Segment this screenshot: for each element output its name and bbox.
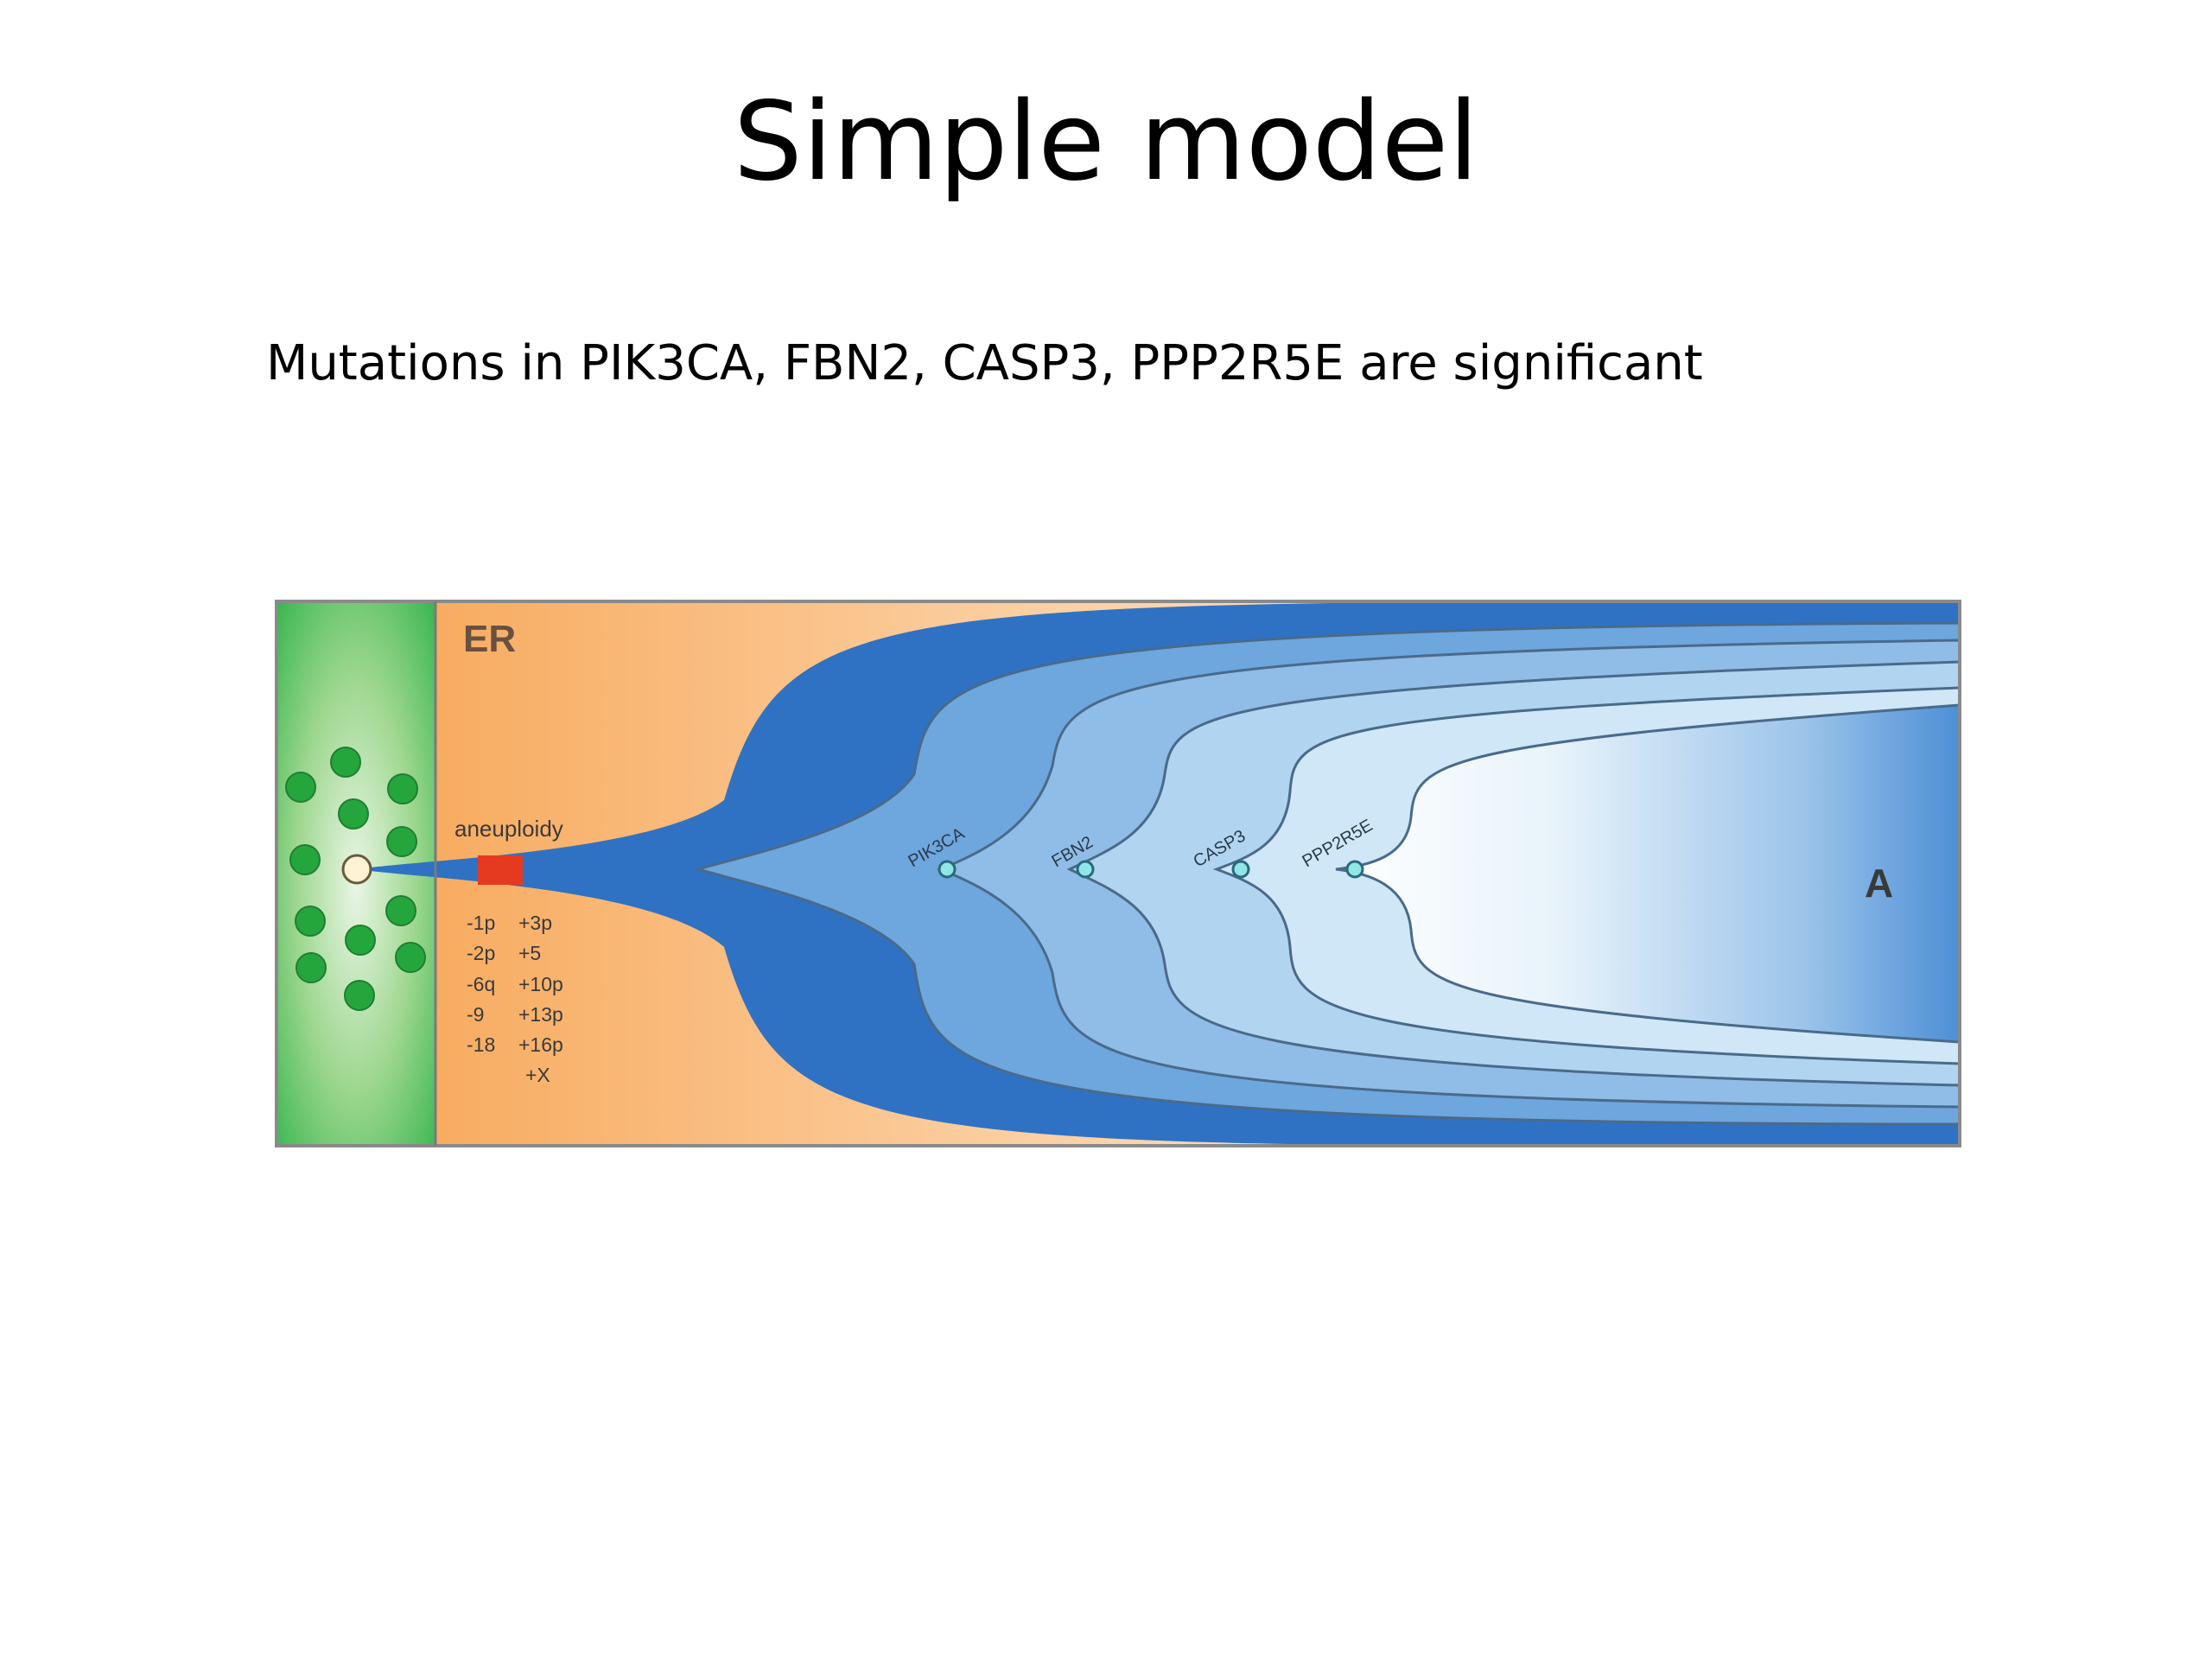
cna-left-list: -1p -2p -6q -9 -18: [467, 912, 495, 1056]
founder-cell: [341, 854, 372, 885]
aneuploidy-marker: [478, 855, 523, 885]
aneuploidy-label: aneuploidy: [454, 816, 563, 842]
mutation-node: [938, 860, 957, 879]
slide-title: Simple model: [733, 78, 1479, 205]
cna-right-item: +X: [525, 1064, 550, 1086]
cna-left-item: -9: [467, 1003, 484, 1026]
mutation-node: [1231, 860, 1250, 879]
cna-right-item: +16p: [518, 1033, 563, 1056]
diagram-svg: ER A aneuploidy -1p -2p -6q -9 -18 +3p +…: [275, 600, 1961, 1147]
normal-cells: [285, 747, 426, 1011]
cna-left-item: -2p: [467, 942, 495, 964]
cna-right-item: +5: [518, 942, 541, 964]
cna-left-item: -1p: [467, 912, 495, 934]
cna-right-list: +3p +5 +10p +13p +16p +X: [518, 912, 563, 1086]
clonal-evolution-diagram: ER A aneuploidy -1p -2p -6q -9 -18 +3p +…: [275, 593, 1961, 1154]
mutation-node: [1345, 860, 1364, 879]
cna-right-item: +10p: [518, 973, 563, 995]
cna-left-item: -18: [467, 1033, 495, 1056]
cna-left-item: -6q: [467, 973, 495, 995]
cna-right-item: +13p: [518, 1003, 563, 1026]
slide-subtitle: Mutations in PIK3CA, FBN2, CASP3, PPP2R5…: [266, 335, 1703, 391]
mutation-node: [1076, 860, 1095, 879]
diagram-border: [275, 600, 1961, 1147]
a-label: A: [1865, 861, 1893, 906]
cna-right-item: +3p: [518, 912, 552, 934]
er-label: ER: [463, 618, 516, 660]
